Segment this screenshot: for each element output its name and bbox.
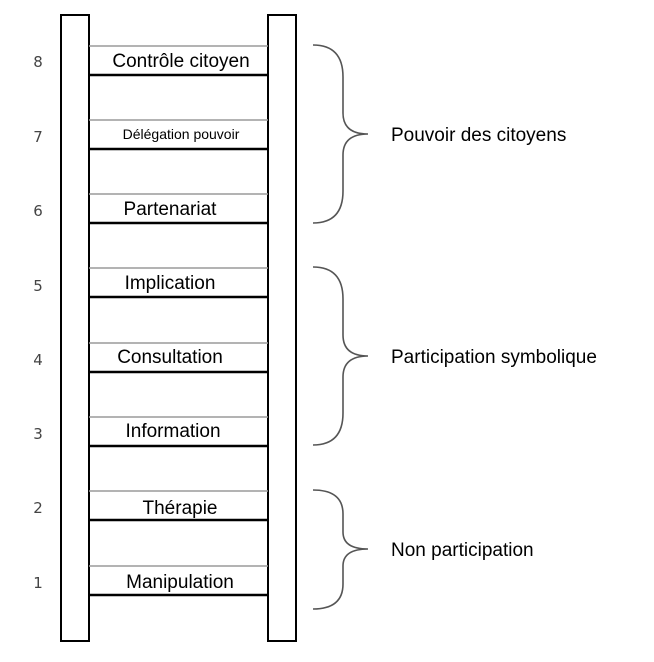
rung-number: 5 xyxy=(33,277,43,295)
rung-label: Consultation xyxy=(117,347,223,368)
curly-brace xyxy=(312,266,369,446)
rung-number: 8 xyxy=(33,53,43,71)
rung-number: 3 xyxy=(33,425,43,443)
group-participation-symbolique: Participation symbolique xyxy=(312,266,597,446)
rung-3: 3 Information xyxy=(33,416,268,448)
rung-label: Information xyxy=(125,421,220,442)
curly-brace xyxy=(312,489,369,610)
curly-brace xyxy=(312,44,369,224)
rung-number: 6 xyxy=(33,202,43,220)
rung-4: 4 Consultation xyxy=(33,342,268,374)
group-label: Non participation xyxy=(391,540,534,561)
rung-label: Manipulation xyxy=(126,572,234,593)
rung-label: Contrôle citoyen xyxy=(112,51,249,72)
rung-7: 7 Délégation pouvoir xyxy=(33,119,268,151)
rung-6: 6 Partenariat xyxy=(33,193,268,225)
group-pouvoir-des-citoyens: Pouvoir des citoyens xyxy=(312,44,566,224)
rung-number: 1 xyxy=(33,574,43,592)
ladder-left-rail xyxy=(60,14,90,642)
rung-label: Partenariat xyxy=(124,199,218,220)
rung-label: Thérapie xyxy=(143,498,218,519)
rung-8: 8 Contrôle citoyen xyxy=(33,45,268,77)
rung-label: Implication xyxy=(125,273,216,294)
rung-number: 2 xyxy=(33,499,43,517)
rung-number: 7 xyxy=(33,128,43,146)
group-label: Participation symbolique xyxy=(391,347,597,368)
rung-1: 1 Manipulation xyxy=(33,565,268,597)
rung-number: 4 xyxy=(33,351,43,369)
rung-2: 2 Thérapie xyxy=(33,490,268,522)
ladder-right-rail xyxy=(267,14,297,642)
group-non-participation: Non participation xyxy=(312,489,534,610)
rung-5: 5 Implication xyxy=(33,267,268,299)
group-label: Pouvoir des citoyens xyxy=(391,125,566,146)
rung-label: Délégation pouvoir xyxy=(123,126,240,142)
